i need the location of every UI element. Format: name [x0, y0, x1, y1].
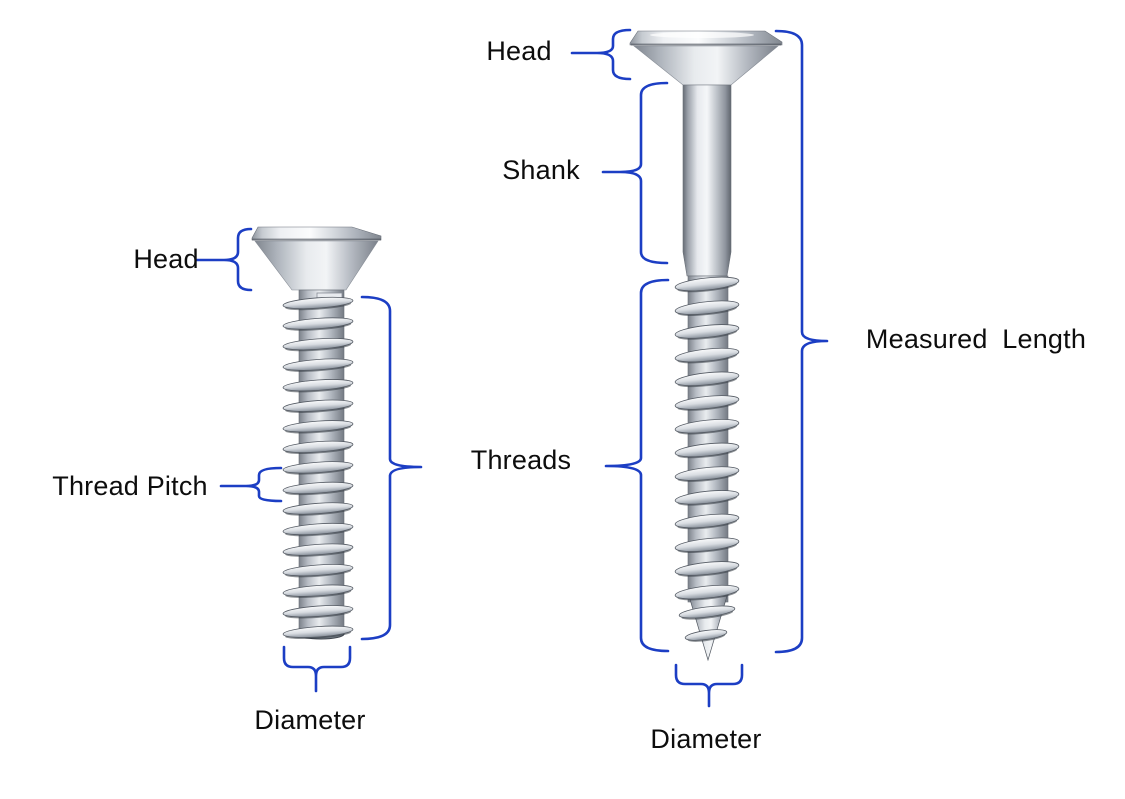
brace-right-head — [570, 28, 632, 81]
thread-ridge-face — [674, 537, 740, 552]
label-shank: Shank — [502, 155, 580, 186]
thread-ridge-face — [282, 399, 354, 412]
machine-screw-head-cone — [254, 240, 379, 291]
thread-ridge — [674, 324, 740, 340]
machine-screw-head-flange — [251, 226, 382, 241]
thread-ridge — [282, 317, 354, 331]
thread-ridge-face — [282, 337, 354, 351]
thread-ridge-face — [282, 625, 354, 638]
thread-ridge — [282, 296, 354, 311]
thread-ridge-face — [674, 513, 740, 529]
brace-thread-pitch — [219, 466, 283, 503]
thread-ridge-face — [674, 418, 740, 434]
wood-screw-graphic — [629, 30, 783, 662]
label-right-diameter: Diameter — [650, 724, 762, 755]
thread-ridge — [282, 420, 354, 434]
thread-ridge — [684, 629, 728, 642]
thread-ridge-face — [282, 502, 354, 515]
wood-screw-tip-ridges — [678, 605, 736, 642]
machine-screw-graphic — [251, 226, 382, 640]
thread-ridge-face — [282, 522, 354, 536]
thread-ridge — [282, 502, 354, 516]
thread-ridge-face — [674, 276, 740, 292]
bracket-left-thread-length — [360, 295, 423, 641]
thread-ridge — [674, 513, 740, 530]
thread-ridge — [282, 564, 354, 578]
thread-ridge-face — [674, 347, 740, 363]
wood-screw-head-cone — [633, 45, 779, 86]
thread-ridge — [282, 399, 354, 413]
wood-screw-shank — [682, 84, 732, 277]
thread-ridge — [282, 461, 354, 475]
thread-ridge-face — [674, 442, 740, 458]
thread-ridge-face — [282, 605, 354, 618]
brace-left-diameter — [282, 645, 352, 693]
label-left-head: Head — [133, 244, 199, 275]
thread-ridge-face — [674, 300, 740, 315]
thread-ridge-face — [282, 543, 354, 556]
thread-ridge-face — [282, 440, 354, 453]
thread-ridge — [282, 625, 354, 640]
thread-ridge — [674, 371, 740, 388]
thread-ridge — [282, 584, 354, 598]
thread-ridge-face — [282, 379, 354, 392]
thread-ridge — [674, 300, 740, 316]
thread-ridge-face — [282, 461, 354, 474]
brace-threads — [604, 278, 670, 653]
thread-ridge — [282, 337, 354, 352]
machine-screw-thread-ridges — [282, 296, 354, 640]
brace-left-head — [195, 227, 253, 292]
label-threads: Threads — [470, 445, 572, 476]
thread-ridge — [282, 522, 354, 537]
thread-ridge — [282, 481, 354, 496]
thread-ridge-face — [674, 371, 740, 387]
annotation-braces — [195, 28, 829, 708]
thread-ridge-face — [282, 420, 354, 433]
thread-ridge-face — [282, 564, 354, 577]
thread-ridge-face — [282, 584, 354, 597]
thread-ridge-face — [282, 317, 354, 330]
thread-ridge — [674, 276, 740, 293]
thread-ridge — [674, 490, 740, 506]
thread-ridge-face — [282, 296, 354, 310]
thread-ridge — [282, 543, 354, 557]
machine-screw-head-underside-shadow — [252, 238, 381, 241]
thread-ridge-face — [674, 324, 740, 339]
bracket-measured-length — [774, 29, 829, 654]
thread-ridge-face — [674, 395, 740, 410]
thread-ridge — [678, 605, 736, 620]
brace-right-diameter — [674, 663, 744, 708]
thread-ridge-face — [282, 358, 354, 371]
thread-ridge-face — [282, 481, 354, 495]
label-thread-pitch: Thread Pitch — [52, 471, 208, 502]
thread-ridge-face — [674, 466, 740, 481]
wood-screw-head-underside-shadow — [631, 43, 781, 46]
wood-screw-head-highlight — [650, 32, 754, 38]
thread-ridge-face — [674, 561, 740, 576]
thread-ridge-face — [684, 629, 728, 641]
wood-screw-thread-ridges — [674, 276, 740, 601]
thread-ridge — [674, 442, 740, 459]
label-left-diameter: Diameter — [254, 705, 366, 736]
thread-ridge — [674, 347, 740, 364]
thread-ridge — [282, 605, 354, 619]
thread-ridge — [282, 379, 354, 393]
label-right-head: Head — [486, 36, 552, 67]
thread-ridge-face — [674, 584, 740, 600]
thread-ridge — [674, 395, 740, 411]
thread-ridge-face — [674, 490, 740, 505]
thread-ridge — [674, 584, 740, 601]
thread-ridge — [674, 537, 740, 553]
thread-ridge — [282, 440, 354, 455]
label-measured-length: Measured Length — [865, 324, 1087, 355]
thread-ridge — [282, 358, 354, 372]
thread-ridge-face — [678, 605, 736, 619]
thread-ridge — [674, 418, 740, 435]
thread-ridge — [674, 466, 740, 482]
brace-shank — [601, 81, 669, 265]
thread-ridge — [674, 561, 740, 577]
